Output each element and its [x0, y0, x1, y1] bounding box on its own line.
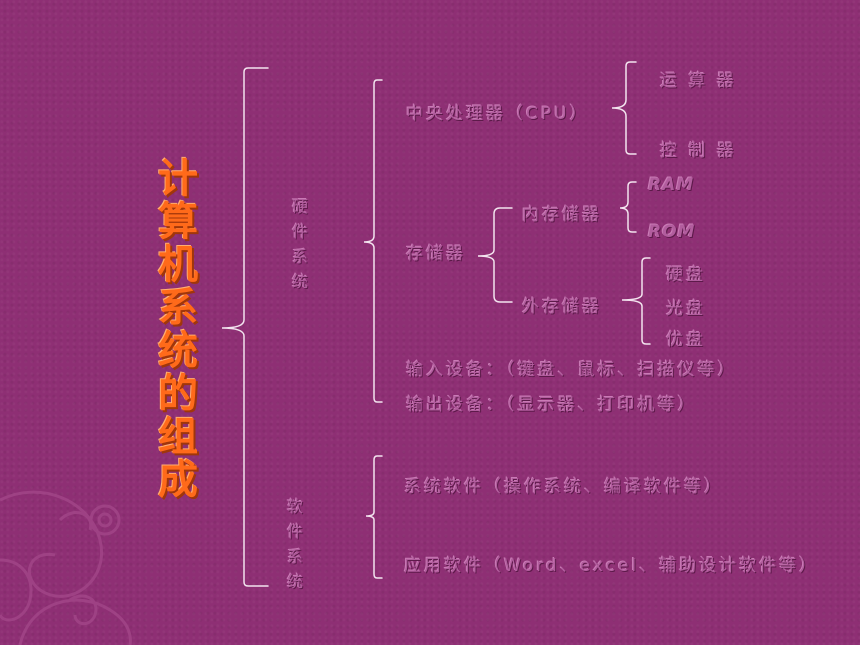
hardware-system-label: 硬件系统	[291, 197, 308, 291]
internal-memory-label: 内存储器	[522, 205, 602, 225]
cpu-label: 中央处理器（CPU）	[406, 104, 590, 124]
hardware-bracket	[363, 79, 383, 403]
ram-label: RAM	[648, 175, 695, 195]
external-memory-label: 外存储器	[522, 297, 602, 317]
usb-disk-label: 优盘	[666, 330, 706, 350]
external-memory-bracket	[621, 257, 651, 345]
alu-label: 运 算 器	[660, 71, 737, 91]
main-title: 计算机系统的组成	[158, 156, 198, 503]
software-bracket	[365, 455, 383, 579]
rom-label: ROM	[648, 222, 696, 242]
storage-bracket	[477, 207, 513, 303]
controller-label: 控 制 器	[660, 141, 737, 161]
storage-label: 存储器	[406, 244, 466, 264]
application-software-label: 应用软件（Word、excel、辅助设计软件等）	[404, 556, 820, 576]
cpu-bracket	[611, 61, 637, 155]
hard-disk-label: 硬盘	[666, 265, 706, 285]
system-software-label: 系统软件（操作系统、编译软件等）	[404, 477, 724, 497]
output-devices-label: 输出设备：（显示器、打印机等）	[406, 395, 698, 415]
software-system-label: 软件系统	[286, 497, 303, 591]
input-devices-label: 输入设备：（键盘、鼠标、扫描仪等）	[406, 360, 738, 380]
optical-disk-label: 光盘	[666, 299, 706, 319]
swirl-ornament-decoration	[0, 490, 132, 645]
root-bracket	[221, 67, 269, 587]
internal-memory-bracket	[619, 181, 637, 233]
